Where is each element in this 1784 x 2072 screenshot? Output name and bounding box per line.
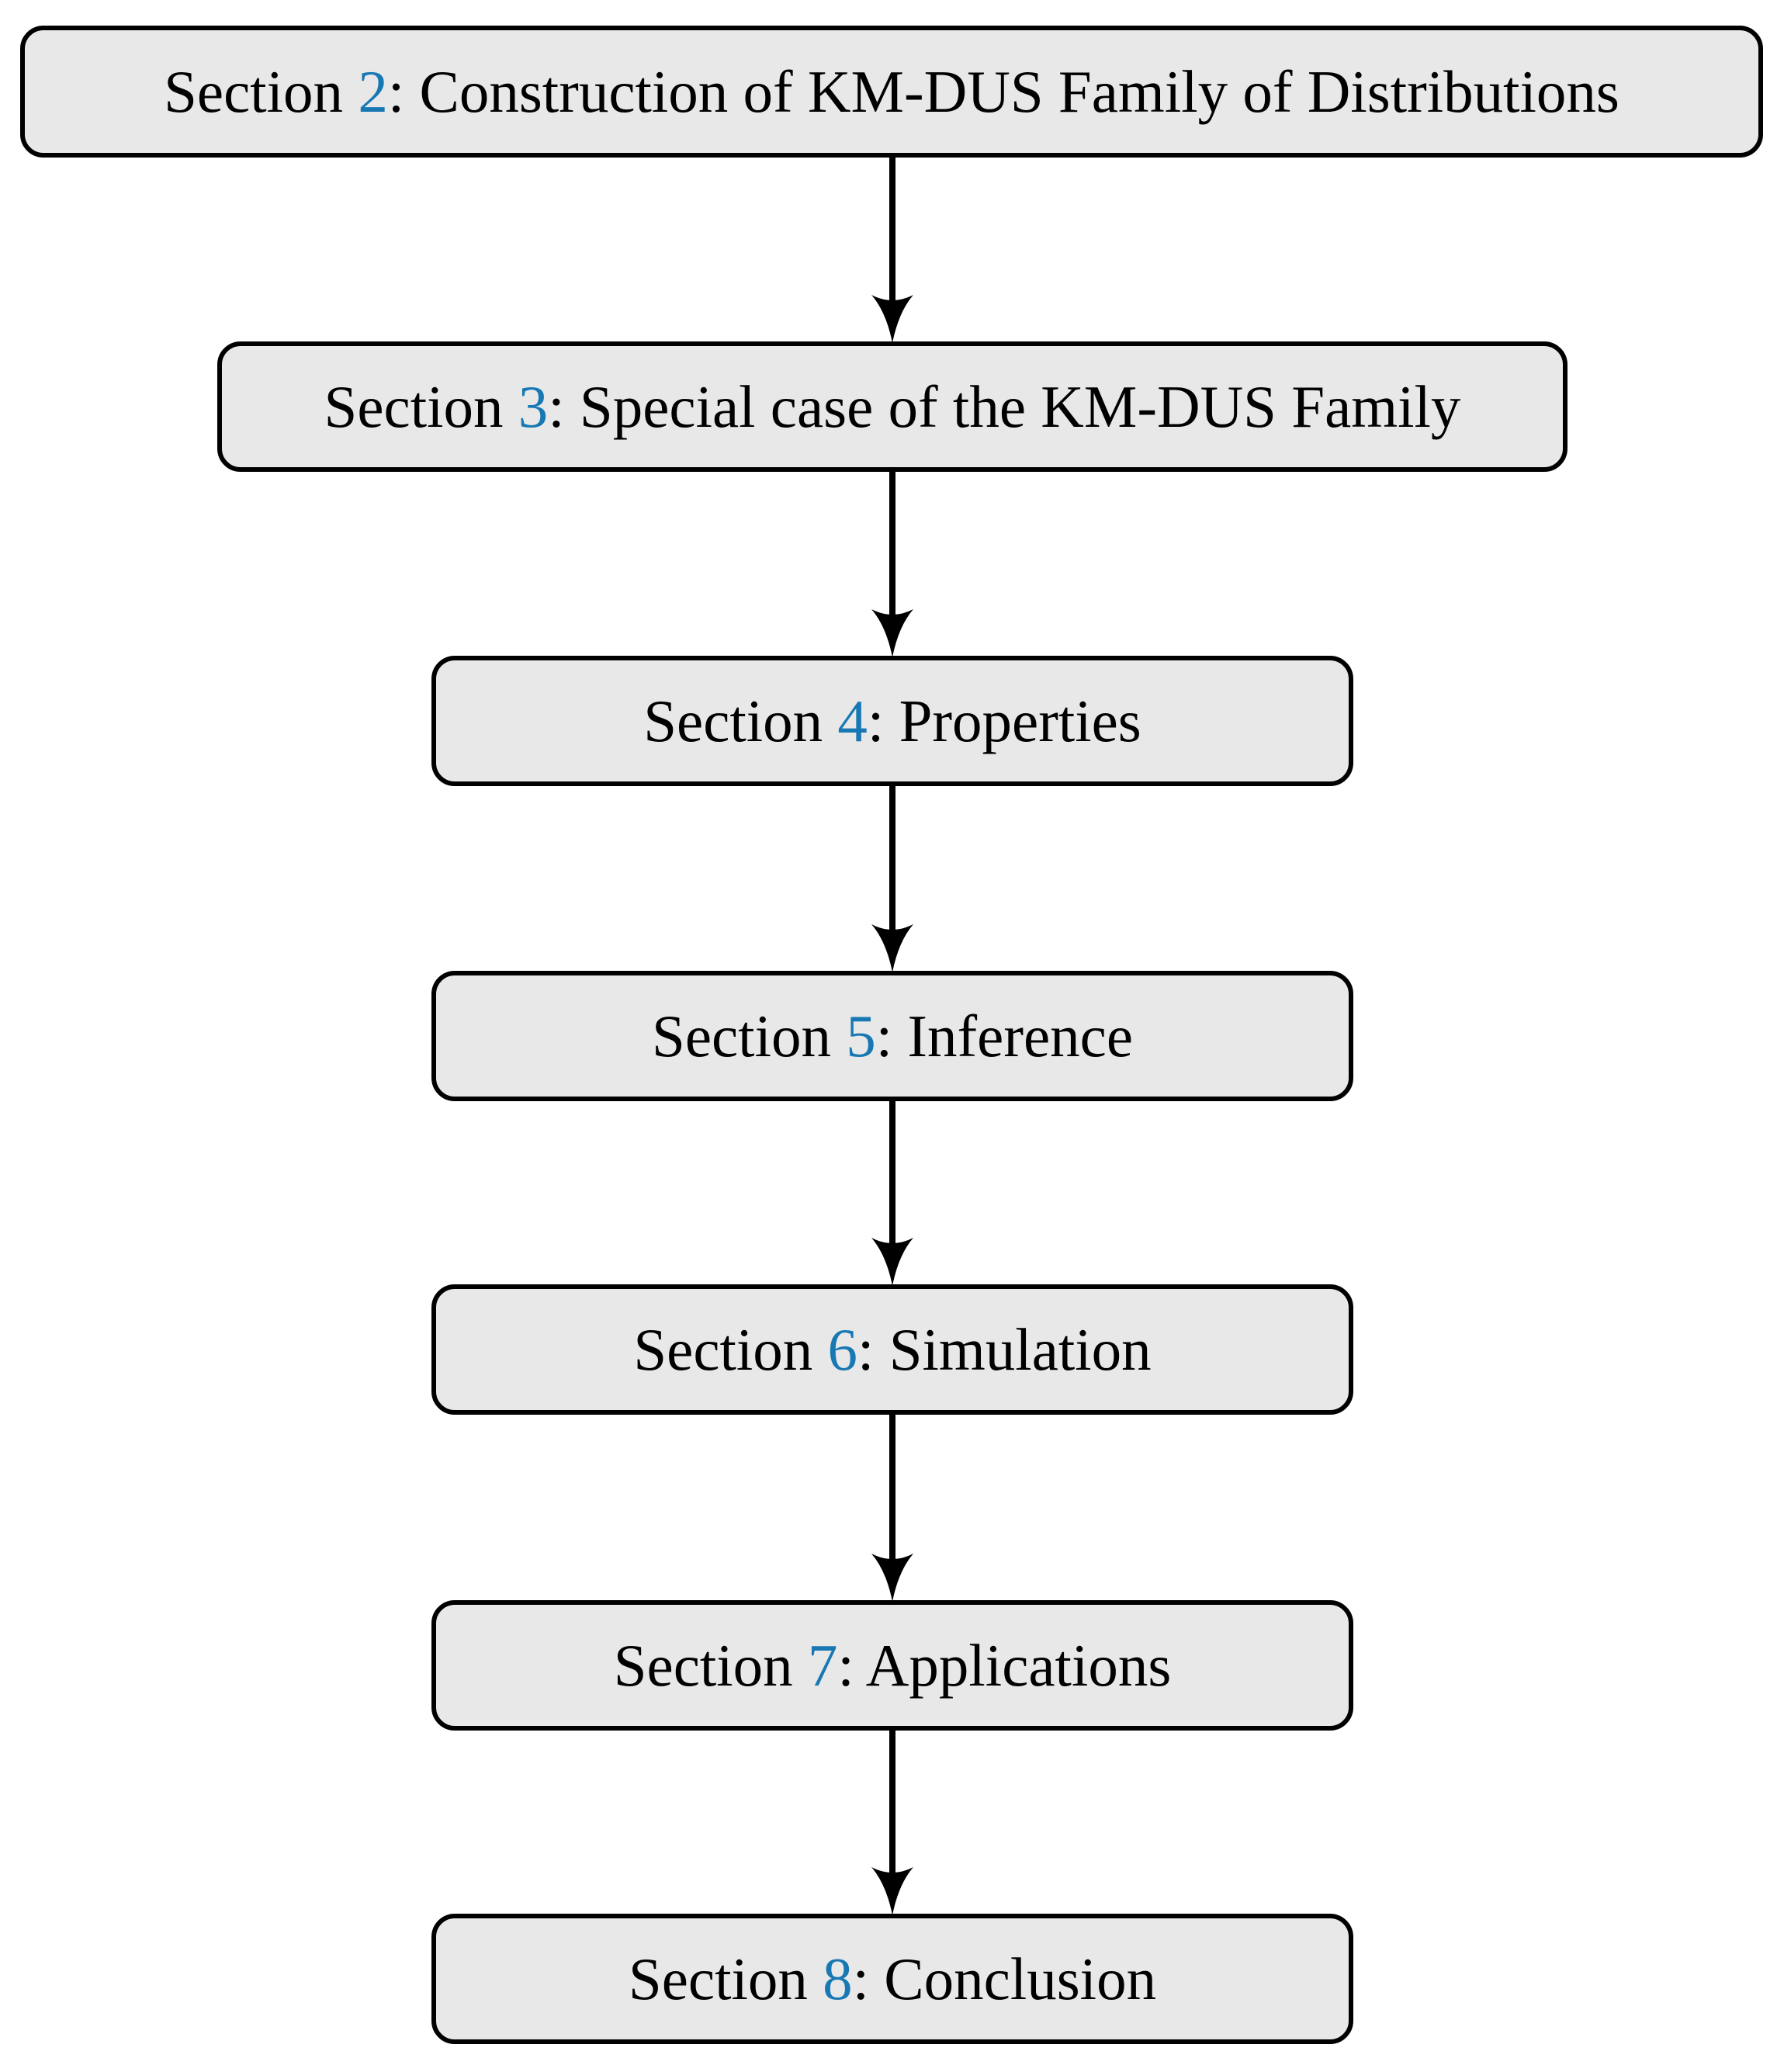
flow-node-label: Section 8: Conclusion [628,1945,1157,2012]
flow-node-section-5: Section 5: Inference [431,971,1353,1101]
flow-node-section-2: Section 2: Construction of KM-DUS Family… [20,26,1763,158]
section-number: 8 [823,1945,853,2012]
flow-node-section-3: Section 3: Special case of the KM-DUS Fa… [217,341,1567,472]
flow-node-label: Section 7: Applications [613,1631,1172,1699]
down-arrow-3 [871,785,913,972]
down-arrow-1 [871,156,913,343]
section-number: 2 [358,57,388,125]
down-arrow-6 [871,1729,913,1915]
flow-node-section-8: Section 8: Conclusion [431,1914,1353,2044]
down-arrow-5 [871,1413,913,1602]
section-number: 5 [846,1002,876,1069]
flow-node-label: Section 5: Inference [652,1002,1133,1069]
section-number: 6 [827,1315,858,1383]
flow-node-section-7: Section 7: Applications [431,1600,1353,1731]
flow-node-label: Section 6: Simulation [633,1315,1152,1383]
flow-node-label: Section 3: Special case of the KM-DUS Fa… [324,372,1461,440]
down-arrow-2 [871,470,913,657]
down-arrow-4 [871,1100,913,1286]
flow-node-section-4: Section 4: Properties [431,656,1353,786]
flow-node-section-6: Section 6: Simulation [431,1284,1353,1415]
section-number: 3 [518,372,549,440]
flow-node-label: Section 2: Construction of KM-DUS Family… [164,57,1619,125]
section-number: 4 [837,687,868,754]
section-number: 7 [807,1631,838,1699]
flow-node-label: Section 4: Properties [643,687,1141,754]
